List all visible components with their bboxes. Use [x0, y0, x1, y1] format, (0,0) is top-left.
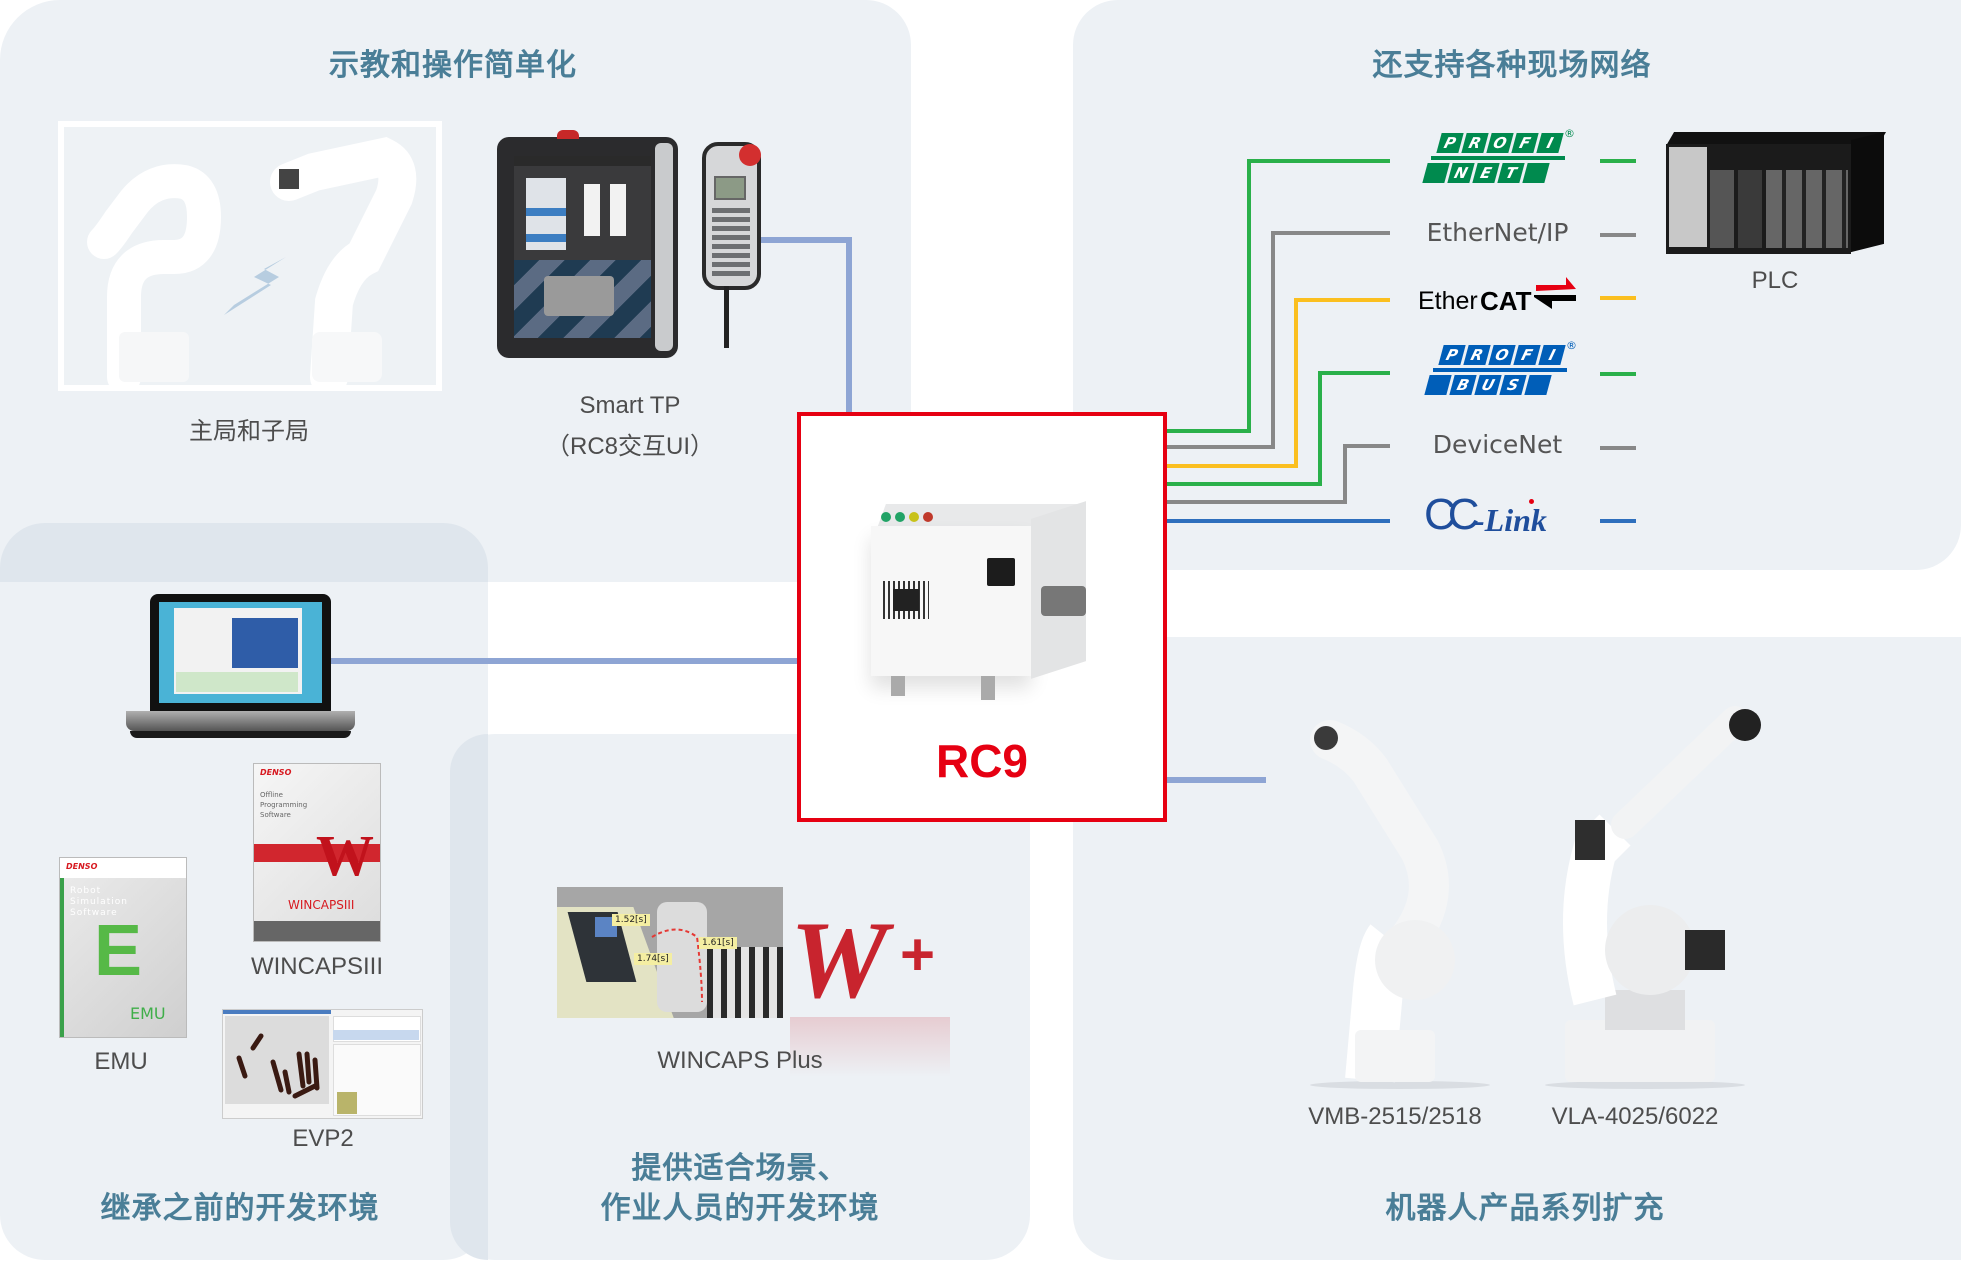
evp2-detected-parts: [236, 1033, 320, 1099]
cc-link-logo: CC -Link: [1424, 490, 1584, 540]
timing-label: 1.52[s]: [612, 914, 650, 926]
ethercat-arrow-icon: [1534, 277, 1576, 309]
wincaps-plus-screenshot: 1.52[s] 1.61[s] 1.74[s]: [557, 887, 783, 1018]
wincaps3-cover-logo: WINCAPSIII: [288, 898, 355, 912]
link-smart-tp: [748, 237, 852, 412]
stub-profinet: [1600, 159, 1636, 163]
title-scenario-line1: 提供适合场景、: [631, 1151, 849, 1186]
emergency-stop-icon: [557, 130, 579, 139]
status-lamp-green: [895, 512, 905, 522]
label-emu: EMU: [94, 1048, 148, 1075]
panel-networks: [1073, 0, 1961, 570]
link-devicenet: [1163, 444, 1390, 504]
laptop-image: [126, 594, 355, 740]
smart-tp-device: [497, 130, 678, 358]
stub-ethercat: [1600, 296, 1636, 300]
label-smart-tp-sub: （RC8交互UI）: [545, 433, 714, 460]
wincaps-plus-path: [651, 928, 703, 1003]
smart-tp-keypad: [655, 143, 673, 351]
panel-robots: [1073, 637, 1961, 1260]
wincaps3-brand: DENSO: [260, 768, 292, 777]
title-robots: 机器人产品系列扩充: [1385, 1191, 1665, 1226]
link-profinet: [1163, 159, 1390, 433]
wincaps3-cover: DENSO Offline Programming Software W WIN…: [253, 763, 381, 942]
label-master-slave: 主局和子局: [189, 418, 309, 445]
status-lamp-green: [881, 512, 891, 522]
smart-tp-screen: [514, 156, 651, 338]
lightning-icon: [224, 257, 286, 315]
title-legacy: 继承之前的开发环境: [100, 1191, 380, 1226]
label-smart-tp: Smart TP: [579, 392, 681, 419]
status-lamp-yellow: [909, 512, 919, 522]
link-ethercat: [1163, 298, 1390, 468]
rc9-controller-image: [871, 486, 1101, 706]
evp2-screenshot: [222, 1009, 423, 1119]
label-plc: PLC: [1751, 267, 1799, 294]
cc-link-logo-cc: CC: [1424, 490, 1479, 539]
cc-link-logo-link: -Link: [1474, 502, 1547, 538]
title-networks: 还支持各种现场网络: [1372, 48, 1652, 83]
teach-pendant: [702, 142, 761, 290]
ethernet-ip-label: EtherNet/IP: [1426, 218, 1569, 247]
label-vmb: VMB-2515/2518: [1308, 1103, 1482, 1130]
plc-image: [1665, 131, 1887, 254]
wincaps-plus-logo: W +: [790, 905, 950, 1085]
wincaps3-cover-text: Offline Programming Software: [260, 791, 308, 819]
laptop-screen-app: [174, 608, 302, 694]
label-wincaps3: WINCAPSIII: [250, 953, 383, 980]
stub-profibus: [1600, 372, 1636, 376]
emergency-stop-icon: [739, 144, 761, 166]
pendant-cable: [724, 286, 729, 348]
profinet-logo-top: P: [1436, 133, 1464, 153]
wincaps3-w-logo: W: [316, 823, 374, 888]
registered-mark: ®: [1564, 127, 1575, 140]
robot-vla-image: [1545, 706, 1761, 1089]
ethercat-logo: Ether CAT: [1418, 277, 1578, 317]
link-profibus: [1163, 371, 1390, 486]
emu-cover-text: Robot Simulation Software: [70, 886, 128, 918]
stub-devicenet: [1600, 446, 1636, 450]
devicenet-label: DeviceNet: [1432, 430, 1563, 459]
master-slave-image: [58, 121, 442, 396]
emu-cover: DENSO Robot Simulation Software E EMU: [59, 857, 187, 1038]
timing-label: 1.74[s]: [634, 953, 672, 965]
registered-mark: ®: [1566, 339, 1577, 352]
stub-cc-link: [1600, 519, 1636, 523]
rc9-controller-card[interactable]: RC9: [797, 412, 1167, 822]
overlap-legacy-scenario: [450, 734, 488, 1260]
link-ethernet-ip: [1163, 231, 1390, 449]
profibus-logo: P R O F I B U S ®: [1424, 339, 1577, 403]
ethercat-logo-thin: Ether: [1418, 287, 1478, 315]
title-scenario-line2: 作业人员的开发环境: [600, 1191, 880, 1226]
title-teaching: 示教和操作简单化: [329, 48, 577, 83]
emu-cover-logo: EMU: [130, 1004, 166, 1023]
label-evp2: EVP2: [292, 1125, 354, 1152]
label-wincaps-plus: WINCAPS Plus: [657, 1047, 823, 1074]
power-switch-icon: [987, 558, 1015, 586]
overlap-teaching-legacy: [0, 523, 488, 582]
robots-illustration: [87, 137, 417, 396]
emu-e-logo: E: [94, 911, 143, 991]
robot-vmb-image: [1310, 720, 1490, 1089]
status-lamp-red: [923, 512, 933, 522]
ethercat-logo-bold: CAT: [1480, 286, 1532, 316]
profinet-logo: P R O F I N E T ®: [1422, 127, 1575, 191]
label-vla: VLA-4025/6022: [1551, 1103, 1719, 1130]
rc9-label: RC9: [935, 735, 1029, 787]
timing-label: 1.61[s]: [699, 937, 737, 949]
emu-brand: DENSO: [66, 862, 98, 871]
stub-ethernet-ip: [1600, 233, 1636, 237]
